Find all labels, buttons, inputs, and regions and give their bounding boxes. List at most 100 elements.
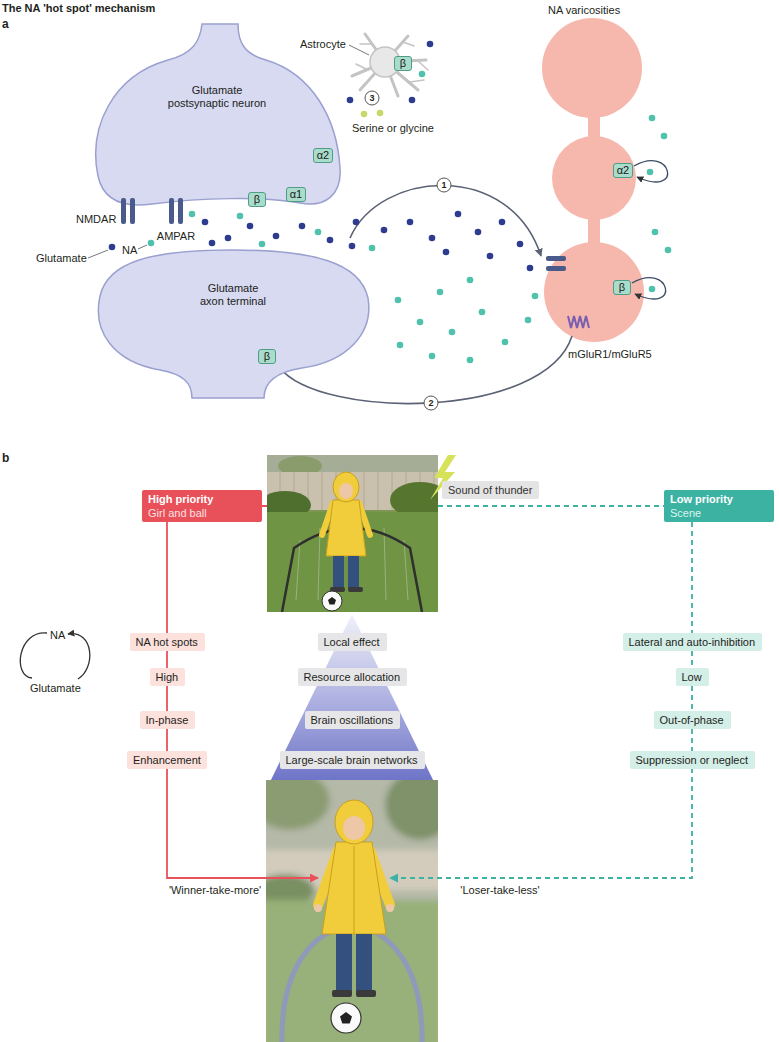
noradrenaline-dot <box>649 286 656 293</box>
callout-circle <box>437 178 451 192</box>
glutamate-dot <box>409 97 416 104</box>
photo-focused-girl <box>266 780 438 1042</box>
receptor-box: α1 <box>286 187 306 202</box>
cell-label: Glutamate axon terminal <box>197 282 269 308</box>
panel-letter: b <box>2 452 9 465</box>
noradrenaline-dot <box>525 317 532 324</box>
part-name: Astrocyte <box>300 38 346 51</box>
box-text: Out-of-phase <box>660 713 724 727</box>
part-name: NA varicosities <box>548 4 620 17</box>
na-varicosity <box>542 18 642 118</box>
axon-terminal: Glutamate axon terminal β <box>92 248 374 398</box>
noradrenaline-dot <box>369 245 376 252</box>
photo-focused-girl <box>266 780 438 1042</box>
part-name: AMPAR <box>157 230 195 243</box>
priority-line <box>438 505 664 507</box>
photo-focused-girl <box>336 934 352 992</box>
part-name: Serine or glycine <box>352 122 434 135</box>
receptor-box: α2 <box>313 148 333 163</box>
glutamate-dot <box>299 223 306 230</box>
callout-circle <box>365 91 451 410</box>
glutamate-dot <box>487 253 494 260</box>
connector-line <box>166 651 168 668</box>
priority-box: High priorityGirl and ball <box>142 490 262 522</box>
ionotropic-receptor <box>546 266 566 271</box>
serine-dot <box>361 111 368 118</box>
autoreceptor-loop <box>632 161 668 299</box>
glutamate-dot <box>247 223 254 230</box>
nmda-receptor <box>121 198 135 224</box>
serine-dot <box>377 110 384 117</box>
noradrenaline-dot <box>259 241 266 248</box>
outcome-label: 'Winner-take-more' <box>169 884 261 897</box>
photo-focused-girl <box>340 1012 352 1024</box>
noradrenaline-dot <box>417 319 424 326</box>
glutamate-dot <box>327 237 334 244</box>
connector-line <box>691 651 693 668</box>
effect-box: NA hot spots <box>130 633 205 651</box>
part-name: NA <box>122 244 137 257</box>
level-box: Large-scale brain networks <box>280 751 425 769</box>
receptor-label: α1 <box>290 188 302 201</box>
na-varicosity <box>544 242 644 342</box>
receptor-label: α2 <box>317 149 329 162</box>
serine-dot <box>361 110 384 118</box>
photo-focused-girl <box>266 780 438 1042</box>
photo-focused-girl <box>331 1003 361 1033</box>
glutamate-dot <box>455 211 462 218</box>
glutamate-dot <box>443 249 450 256</box>
na-varicosity <box>552 136 636 220</box>
connector-line <box>691 729 693 751</box>
noradrenaline-dot <box>652 229 659 236</box>
winner-arrow <box>167 768 318 878</box>
photo-girl-and-ball <box>348 556 359 588</box>
callout-circle <box>424 396 438 410</box>
priority-box: Low priorityScene <box>664 490 774 522</box>
part-name: mGluR1/mGluR5 <box>568 348 652 361</box>
part-name: Glutamate <box>36 252 87 265</box>
noradrenaline-dot <box>148 240 155 247</box>
autoreceptor-loop <box>634 161 668 182</box>
glutamate-dot <box>353 219 360 226</box>
glutamate-dot <box>349 243 356 250</box>
effect-box: Low <box>676 668 709 686</box>
box-text: Brain oscillations <box>311 713 394 727</box>
postsynaptic-neuron-shape <box>88 24 346 214</box>
box-text: Low priority <box>670 492 733 506</box>
effect-box: High <box>150 668 185 686</box>
ampa-receptor <box>169 198 183 224</box>
photo-girl-and-ball <box>333 556 344 588</box>
glutamate-dot <box>499 219 506 226</box>
effect-box: Enhancement <box>127 751 207 769</box>
noradrenaline-dot <box>467 357 474 364</box>
ionotropic-receptor <box>546 256 566 271</box>
noradrenaline-dot <box>467 277 474 284</box>
noradrenaline-dot <box>189 211 196 218</box>
noradrenaline-dot <box>429 353 436 360</box>
noradrenaline-dot <box>665 247 672 254</box>
effect-box: Out-of-phase <box>654 711 731 729</box>
level-box: Brain oscillations <box>305 711 400 729</box>
box-text: Lateral and auto-inhibition <box>629 635 756 649</box>
photo-focused-girl <box>354 846 355 934</box>
glutamate-dot <box>427 41 434 48</box>
leader-line <box>138 245 147 249</box>
photo-girl-and-ball <box>267 455 438 612</box>
noradrenaline-dot <box>479 309 486 316</box>
box-text: Local effect <box>324 635 380 649</box>
photo-focused-girl <box>356 990 376 997</box>
box-text: Resource allocation <box>304 670 401 684</box>
receptor-box: β <box>613 280 631 295</box>
photo-focused-girl <box>386 904 394 912</box>
box-text: Girl and ball <box>148 506 207 520</box>
glutamate-dot <box>407 219 414 226</box>
photo-focused-girl <box>314 904 322 912</box>
photo-girl-and-ball <box>322 591 342 611</box>
box-text: Sound of thunder <box>448 483 532 497</box>
receptor-box: β <box>258 349 276 364</box>
axon-terminal-outline <box>98 250 368 398</box>
photo-girl-and-ball <box>326 500 366 556</box>
astrocyte-cell <box>352 34 428 96</box>
noradrenaline-dot <box>649 115 656 122</box>
